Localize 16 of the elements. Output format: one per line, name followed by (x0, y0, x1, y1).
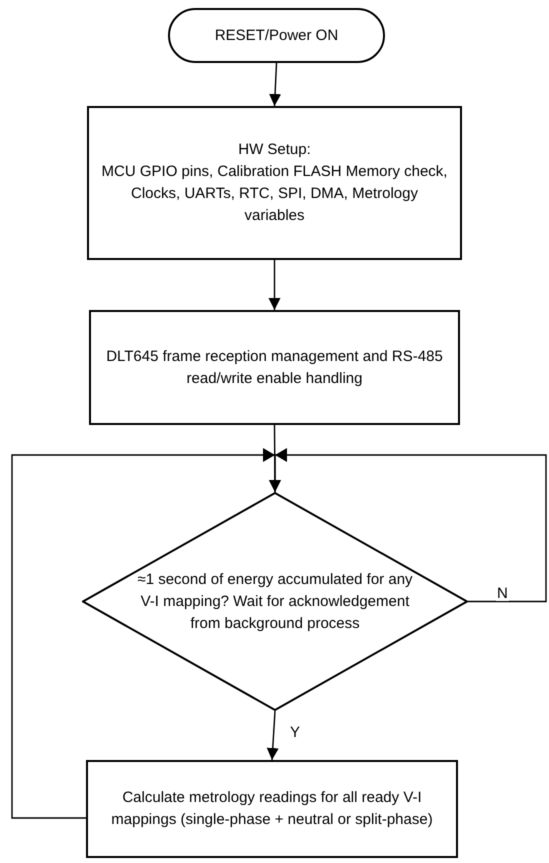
arrow (269, 62, 282, 106)
arrow (11, 448, 281, 819)
arrow (268, 260, 280, 310)
edge-label: Y (289, 725, 302, 740)
process-box (87, 106, 462, 260)
process-box (86, 760, 458, 858)
node-text: DLT645 frame reception management and RS-485 read/write enable handling (105, 346, 444, 388)
node-text: ≈1 second of energy accumulated for any V-I mapping? Wait for acknowledgement from background process (136, 570, 414, 634)
node-text: RESET/Power ON (214, 26, 338, 46)
node-text: HW Setup: (238, 140, 311, 160)
node-text: MCU GPIO pins, Calibration FLASH Memory check, Clocks, UARTs, RTC, SPI, DMA, Metrology variables (100, 162, 448, 226)
edge-label: N (496, 586, 509, 600)
arrow (266, 710, 279, 760)
decision-diamond (82, 492, 468, 711)
node-text: Calculate metrology readings for all ready V-I mappings (single-phase + neutral or split-phase) (110, 788, 434, 830)
process-box (89, 310, 460, 425)
